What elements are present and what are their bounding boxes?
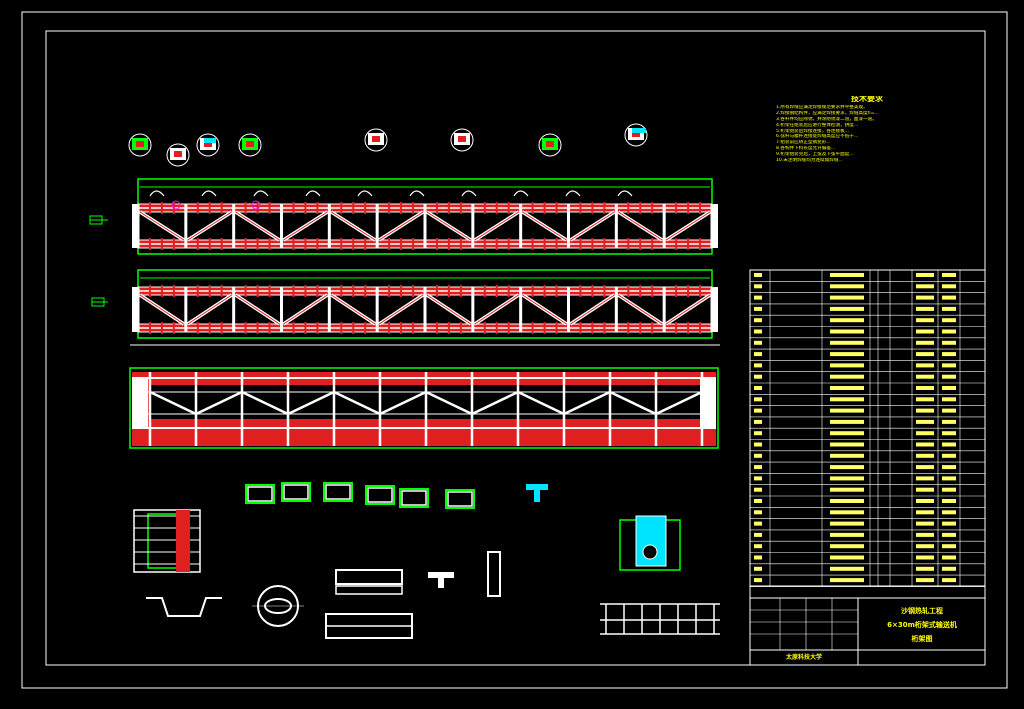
- note-line: 3.各杆件均应除锈，并涂防锈漆二道，面漆一道。: [776, 116, 877, 122]
- note-line: 4.桁架在组装后应进行整体检测，拱度...: [776, 122, 859, 128]
- note-line: 9.桁架组装完后，上弦及下弦平面度...: [776, 152, 854, 158]
- note-line: 2.焊接钢结构件，应满足焊接要求，焊缝高度h=...: [776, 110, 879, 116]
- note-line: 6.弦杆与腹杆连接处焊缝高度应不低于...: [776, 134, 859, 140]
- title-block: [749, 585, 986, 666]
- notes-title: 技术要求: [851, 96, 883, 102]
- truss-elevation-middle: [91, 269, 720, 346]
- note-line: 7.组装前应矫正型钢变形...: [776, 140, 831, 146]
- truss-plan-bottom: [129, 367, 719, 449]
- note-line: 1.所有焊缝应满足焊接规范要求并平整美观。: [776, 104, 868, 110]
- drawing-subtitle: 6×30m桁架式输送机: [887, 621, 957, 629]
- note-line: 10.未注明焊缝均为连续角焊缝...: [776, 158, 843, 164]
- school-name: 太原科技大学: [785, 654, 822, 661]
- technical-notes: 技术要求 1.所有焊缝应满足焊接规范要求并平整美观。 2.焊接钢结构件，应满足焊…: [776, 96, 988, 164]
- note-line: 5.桁架组装后焊接连接，各连接板...: [776, 128, 850, 134]
- truss-elevation-top: [89, 178, 718, 255]
- drawing-name: 桁架图: [911, 635, 933, 643]
- parts-list-table: [749, 269, 986, 587]
- section-details: [128, 123, 720, 639]
- outer-frame: [21, 11, 1008, 689]
- project-name: 沙钢热轧工程: [901, 607, 943, 615]
- note-line: 8.各构件下料长度允许偏差...: [776, 146, 836, 152]
